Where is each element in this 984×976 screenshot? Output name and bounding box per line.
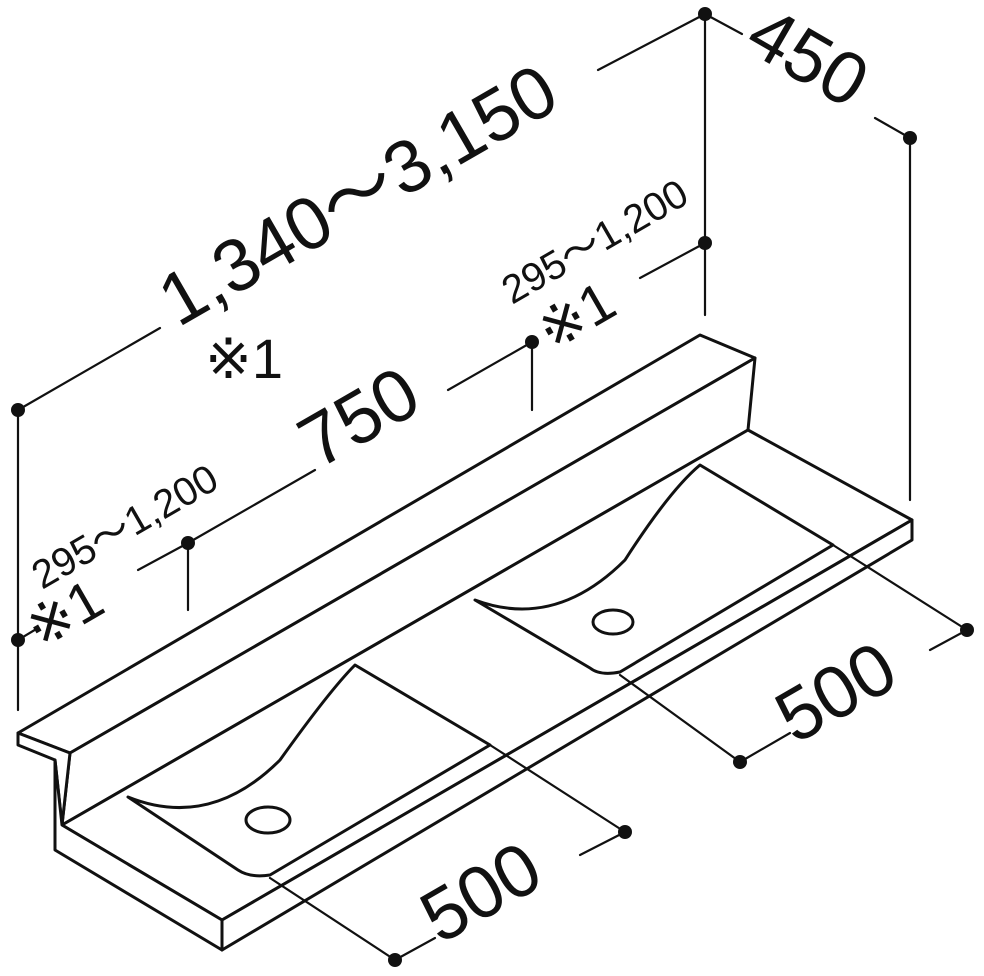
bowl-spacing-label: 750 bbox=[285, 350, 433, 484]
left-bowl-outline bbox=[126, 663, 492, 878]
counter-body bbox=[16, 333, 914, 952]
right-drain-icon bbox=[591, 608, 635, 636]
dimension-lines bbox=[16, 12, 969, 962]
right-bowl-outline bbox=[473, 463, 835, 675]
left-offset-note: ※1 bbox=[15, 567, 114, 661]
left-bowl-width-label: 500 bbox=[407, 825, 555, 959]
overall-width-note: ※1 bbox=[205, 327, 283, 390]
dimension-dots bbox=[11, 7, 974, 967]
depth-label: 450 bbox=[734, 0, 882, 124]
right-bowl-width-label: 500 bbox=[762, 625, 910, 759]
left-offset-label: 295～1,200 bbox=[25, 456, 226, 598]
left-drain-icon bbox=[244, 805, 292, 835]
right-bowl bbox=[473, 463, 835, 675]
left-bowl bbox=[126, 663, 492, 878]
counter-left-end bbox=[53, 758, 224, 952]
